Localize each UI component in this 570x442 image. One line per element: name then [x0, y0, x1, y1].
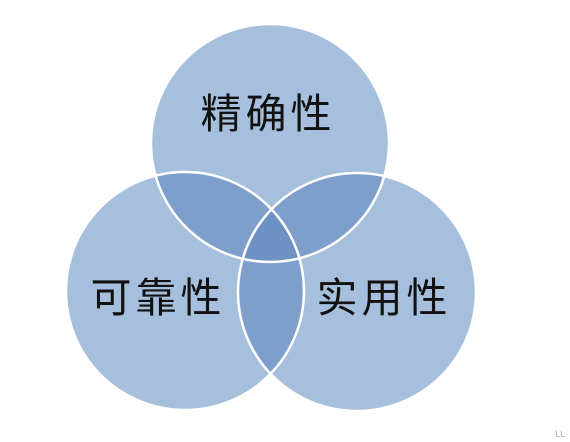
label-top: 精确性: [201, 90, 336, 138]
outline-top: [149, 22, 391, 264]
outline-right: [236, 171, 478, 413]
overlap-top-right: [238, 173, 389, 262]
label-right: 实用性: [317, 274, 452, 322]
corner-mark: LL: [555, 430, 565, 440]
overlap-top-left: [151, 172, 304, 262]
label-left: 可靠性: [91, 274, 226, 322]
outline-left: [64, 170, 306, 412]
